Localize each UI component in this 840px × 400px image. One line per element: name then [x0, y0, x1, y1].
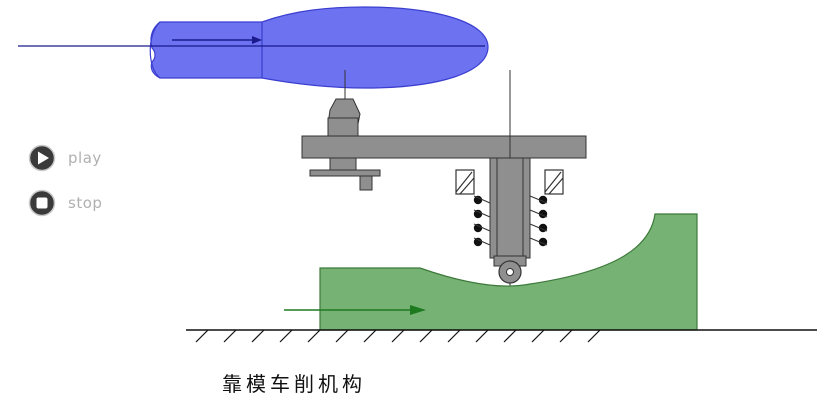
- follower-assembly: [455, 70, 564, 298]
- ground-hatch: [419, 329, 433, 343]
- stop-label[interactable]: stop: [68, 194, 103, 212]
- diagram-caption: 靠模车削机构: [222, 372, 366, 396]
- hatch-line: [455, 171, 473, 193]
- spring-zigzag: [473, 195, 548, 246]
- ground-hatch: [587, 329, 601, 343]
- play-label[interactable]: play: [68, 149, 102, 167]
- ground-hatch: [195, 329, 209, 343]
- ground-hatch: [559, 329, 573, 343]
- workpiece-left-end: [149, 21, 161, 79]
- ground-hatch: [447, 329, 461, 343]
- hatch-line: [544, 171, 562, 193]
- stop-icon[interactable]: [28, 189, 56, 217]
- spring-wire: [529, 195, 548, 246]
- spring-coil: [473, 195, 483, 205]
- workpiece: [18, 6, 489, 89]
- hatch-line: [548, 177, 564, 195]
- spring-wire: [473, 195, 491, 246]
- spring-coil: [473, 223, 483, 233]
- tool-post: [329, 157, 357, 171]
- ground-hatch: [335, 329, 349, 343]
- play-button[interactable]: play: [28, 144, 102, 172]
- tool-clamp-stud: [359, 175, 373, 191]
- template-block: [284, 213, 698, 331]
- ground-hatch: [251, 329, 265, 343]
- ground-hatch: [391, 329, 405, 343]
- ground-hatch: [307, 329, 321, 343]
- spring-coil: [473, 237, 483, 247]
- tool-carriage: [301, 70, 587, 191]
- stop-button[interactable]: stop: [28, 189, 102, 217]
- roller-axle: [506, 268, 514, 276]
- tool-clamp-plate: [309, 169, 381, 177]
- ground-hatch: [223, 329, 237, 343]
- hatch-line: [459, 177, 475, 195]
- template-profile: [319, 213, 698, 331]
- feed-arrow-head: [252, 36, 262, 44]
- ground-hatch: [363, 329, 377, 343]
- follower-rod: [489, 157, 531, 259]
- tool-shank: [327, 117, 359, 137]
- ground-hatch: [503, 329, 517, 343]
- spring-coils: [473, 195, 548, 247]
- carriage-bar: [301, 135, 587, 159]
- ground-hatch: [475, 329, 489, 343]
- workpiece-body: [150, 6, 489, 89]
- ground-hatch: [279, 329, 293, 343]
- play-icon[interactable]: [28, 144, 56, 172]
- spring-coil: [473, 209, 483, 219]
- template-feed-arrow-head: [410, 305, 426, 315]
- ground-hatch: [531, 329, 545, 343]
- ground: [186, 329, 817, 343]
